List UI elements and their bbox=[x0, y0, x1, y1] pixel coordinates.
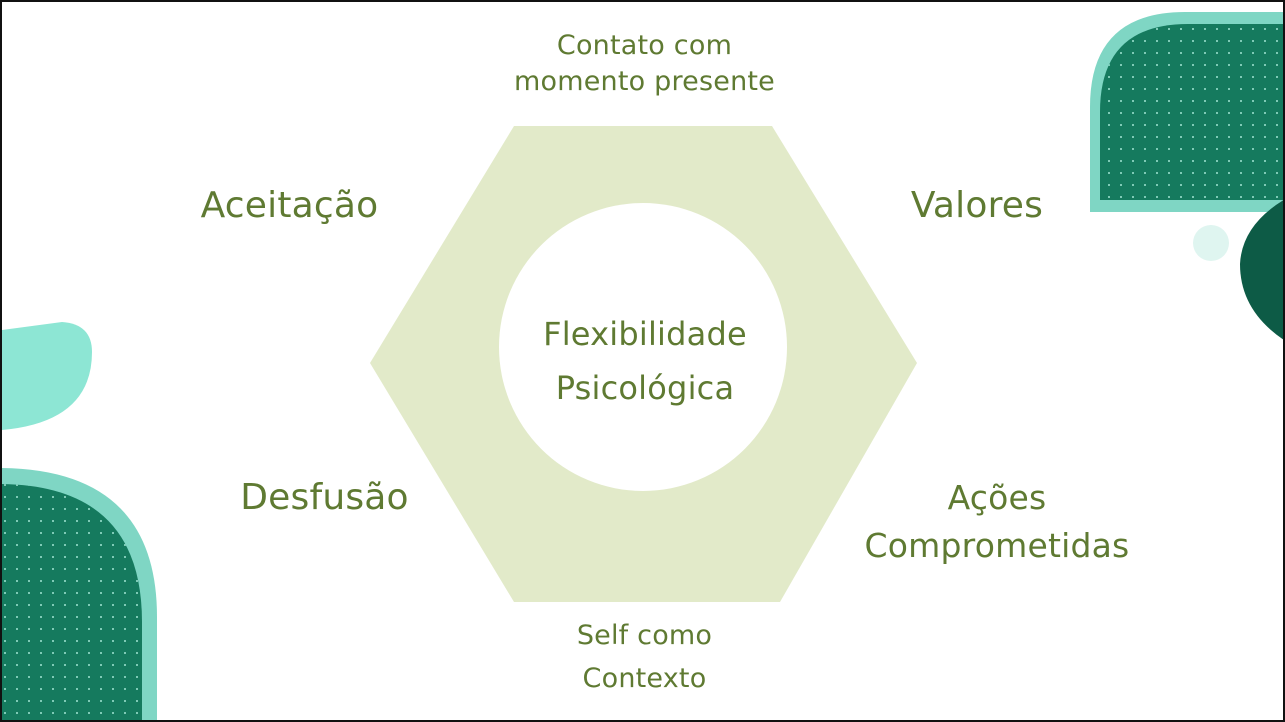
node-desfusao: Desfusão bbox=[202, 474, 447, 523]
node-acoes-line1: Ações bbox=[947, 478, 1047, 517]
leaf-bottom-left bbox=[2, 468, 157, 720]
node-aceitacao-label: Aceitação bbox=[200, 185, 379, 226]
bubble-right bbox=[1193, 225, 1229, 261]
center-line2: Psicológica bbox=[555, 369, 735, 408]
node-self-como-contexto: Self como Contexto bbox=[532, 614, 757, 700]
node-self-line1: Self como bbox=[576, 620, 713, 651]
node-top-line2: momento presente bbox=[514, 66, 775, 98]
node-top-line1: Contato com bbox=[556, 30, 733, 61]
leaf-right-edge bbox=[1240, 200, 1283, 340]
node-contato-momento-presente: Contato com momento presente bbox=[472, 28, 817, 101]
node-valores: Valores bbox=[857, 182, 1097, 231]
center-circle bbox=[499, 203, 787, 491]
center-label: Flexibilidade Psicológica bbox=[501, 307, 789, 416]
node-acoes-comprometidas: Ações Comprometidas bbox=[832, 474, 1162, 570]
node-valores-label: Valores bbox=[910, 185, 1044, 226]
node-self-line2: Contexto bbox=[582, 663, 707, 695]
node-acoes-line2: Comprometidas bbox=[864, 525, 1130, 565]
leaf-top-right bbox=[1090, 12, 1283, 212]
center-line1: Flexibilidade bbox=[543, 315, 747, 353]
node-desfusao-label: Desfusão bbox=[240, 477, 409, 518]
node-aceitacao: Aceitação bbox=[162, 182, 417, 231]
leaf-left-light bbox=[2, 322, 92, 430]
